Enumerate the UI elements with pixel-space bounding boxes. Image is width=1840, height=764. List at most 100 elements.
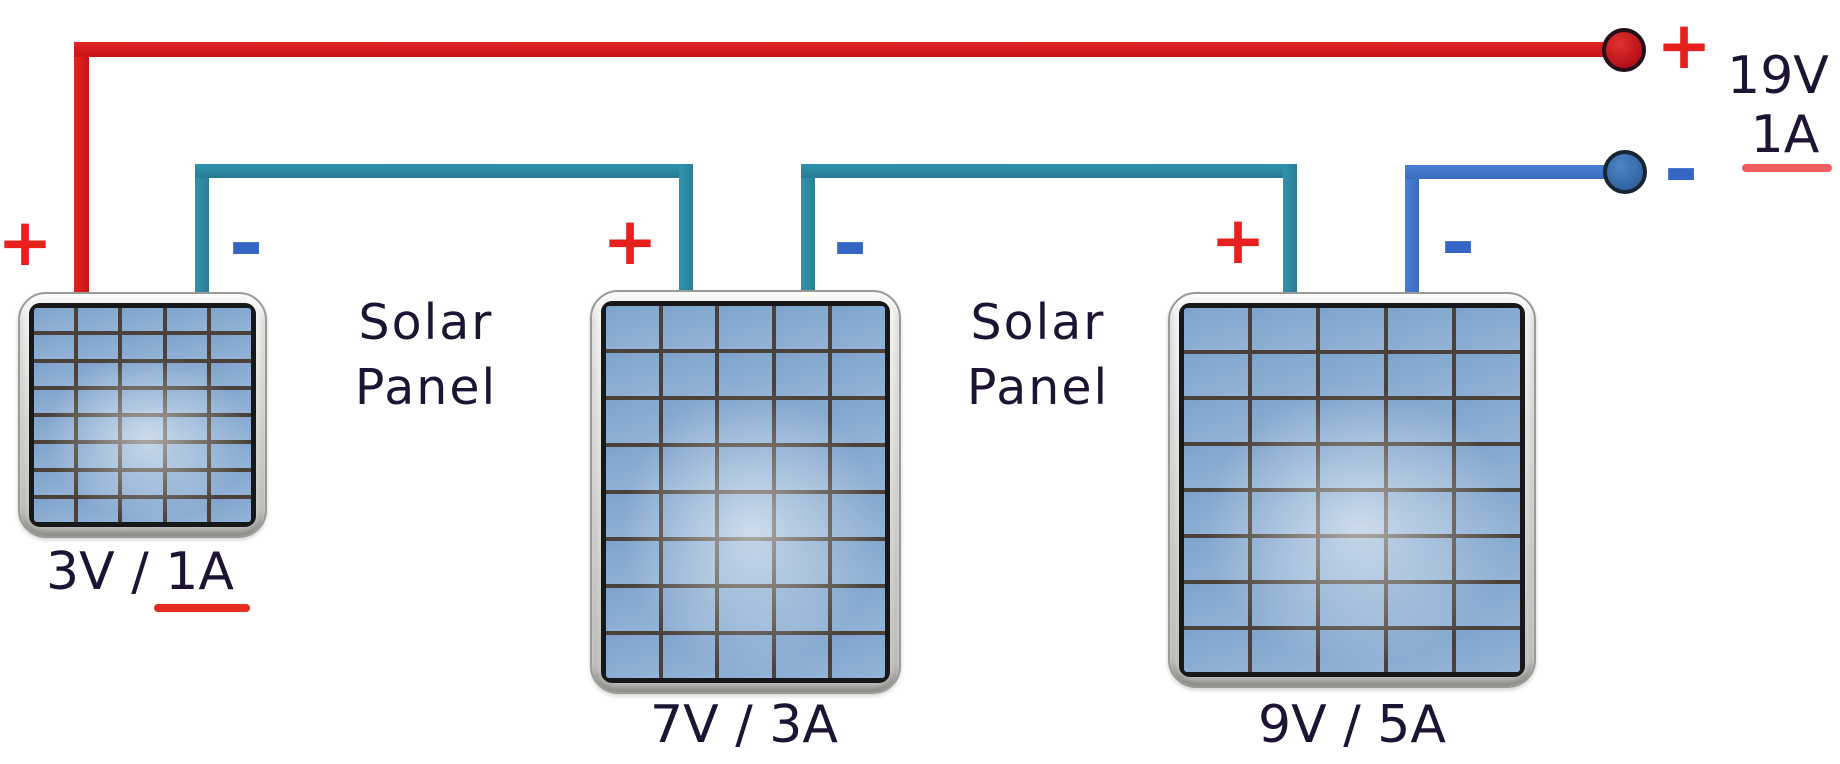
solar-cell (1184, 400, 1248, 442)
solar-cell (832, 588, 885, 631)
solar-cell (122, 389, 163, 413)
solar-cell (1252, 354, 1316, 396)
output-positive-sign: + (1656, 7, 1712, 84)
solar-cell (832, 635, 885, 678)
solar-cell (1252, 492, 1316, 534)
solar-cell (606, 447, 659, 490)
positive-wire-horizontal (74, 42, 1610, 57)
caption-solar-panel-1: Solar Panel (355, 290, 497, 420)
solar-cell (1388, 630, 1452, 672)
solar-cell (832, 400, 885, 443)
solar-cell (1320, 446, 1384, 488)
solar-cell (662, 447, 716, 490)
caption-line: Panel (966, 359, 1110, 417)
solar-cell (122, 335, 163, 359)
solar-cell (606, 494, 659, 537)
solar-cell (606, 541, 659, 584)
solar-cell (78, 444, 119, 468)
solar-cell (775, 447, 829, 490)
solar-cell (1456, 308, 1520, 350)
solar-cell (719, 306, 772, 349)
caption-line: Solar (970, 294, 1106, 351)
solar-cell (775, 541, 829, 584)
series-wire-1-horizontal (195, 164, 693, 178)
solar-cell (34, 498, 75, 522)
solar-cell (662, 635, 716, 678)
solar-cell (662, 541, 716, 584)
solar-cell (210, 335, 251, 359)
solar-cell (719, 400, 772, 443)
solar-cell (166, 389, 207, 413)
solar-cell (1184, 492, 1248, 534)
panel-3-glass (1179, 303, 1525, 677)
solar-cell (1320, 630, 1384, 672)
solar-cell (122, 498, 163, 522)
output-current-underline (1742, 164, 1832, 172)
panel-2-positive-sign: + (602, 203, 658, 280)
solar-cell (719, 541, 772, 584)
solar-cell (210, 498, 251, 522)
solar-cell (775, 635, 829, 678)
solar-cell (606, 306, 659, 349)
solar-cell (1252, 630, 1316, 672)
series-wire-1-up (195, 164, 209, 294)
solar-cell (775, 400, 829, 443)
panel-1-cell-grid (34, 308, 251, 522)
solar-cell (122, 444, 163, 468)
solar-cell (775, 494, 829, 537)
solar-panel-1 (18, 292, 267, 538)
solar-cell (34, 444, 75, 468)
positive-wire-vertical (74, 42, 89, 294)
solar-cell (1252, 538, 1316, 580)
solar-cell (775, 306, 829, 349)
solar-cell (606, 588, 659, 631)
panel-1-rating-label: 3V / 1A (46, 542, 234, 602)
solar-cell (210, 471, 251, 495)
solar-cell (606, 400, 659, 443)
solar-cell (1252, 446, 1316, 488)
solar-cell (832, 306, 885, 349)
solar-cell (775, 588, 829, 631)
solar-cell (122, 362, 163, 386)
solar-cell (1184, 308, 1248, 350)
solar-panel-3 (1168, 292, 1536, 688)
panel-1-glass (29, 303, 256, 527)
solar-cell (166, 335, 207, 359)
solar-cell (166, 308, 207, 332)
solar-cell (1252, 584, 1316, 626)
solar-cell (122, 471, 163, 495)
solar-cell (1320, 538, 1384, 580)
series-wire-2-up (801, 164, 815, 292)
solar-cell (1456, 630, 1520, 672)
solar-cell (78, 308, 119, 332)
caption-solar-panel-2: Solar Panel (967, 290, 1109, 420)
solar-cell (166, 444, 207, 468)
output-current-label: 1A (1750, 105, 1820, 165)
solar-cell (1388, 584, 1452, 626)
solar-cell (1320, 308, 1384, 350)
panel-2-negative-sign: - (832, 194, 868, 292)
solar-cell (34, 417, 75, 441)
solar-cell (210, 308, 251, 332)
output-voltage-label: 19V (1727, 46, 1829, 106)
solar-cell (1456, 400, 1520, 442)
panel-2-rating-label: 7V / 3A (650, 695, 838, 755)
solar-cell (166, 362, 207, 386)
solar-cell (1184, 446, 1248, 488)
solar-panel-2 (590, 290, 901, 694)
negative-terminal-dot (1603, 150, 1647, 194)
solar-cell (78, 389, 119, 413)
panel-1-positive-sign: + (0, 204, 53, 281)
panel-1-negative-sign: - (228, 194, 264, 292)
solar-cell (1456, 584, 1520, 626)
caption-line: Solar (358, 294, 494, 351)
solar-cell (719, 494, 772, 537)
solar-cell (166, 498, 207, 522)
solar-cell (719, 635, 772, 678)
solar-cell (34, 362, 75, 386)
solar-cell (34, 335, 75, 359)
series-wire-2-horizontal (801, 164, 1297, 178)
solar-cell (1184, 538, 1248, 580)
solar-cell (34, 471, 75, 495)
positive-terminal-dot (1602, 28, 1646, 72)
